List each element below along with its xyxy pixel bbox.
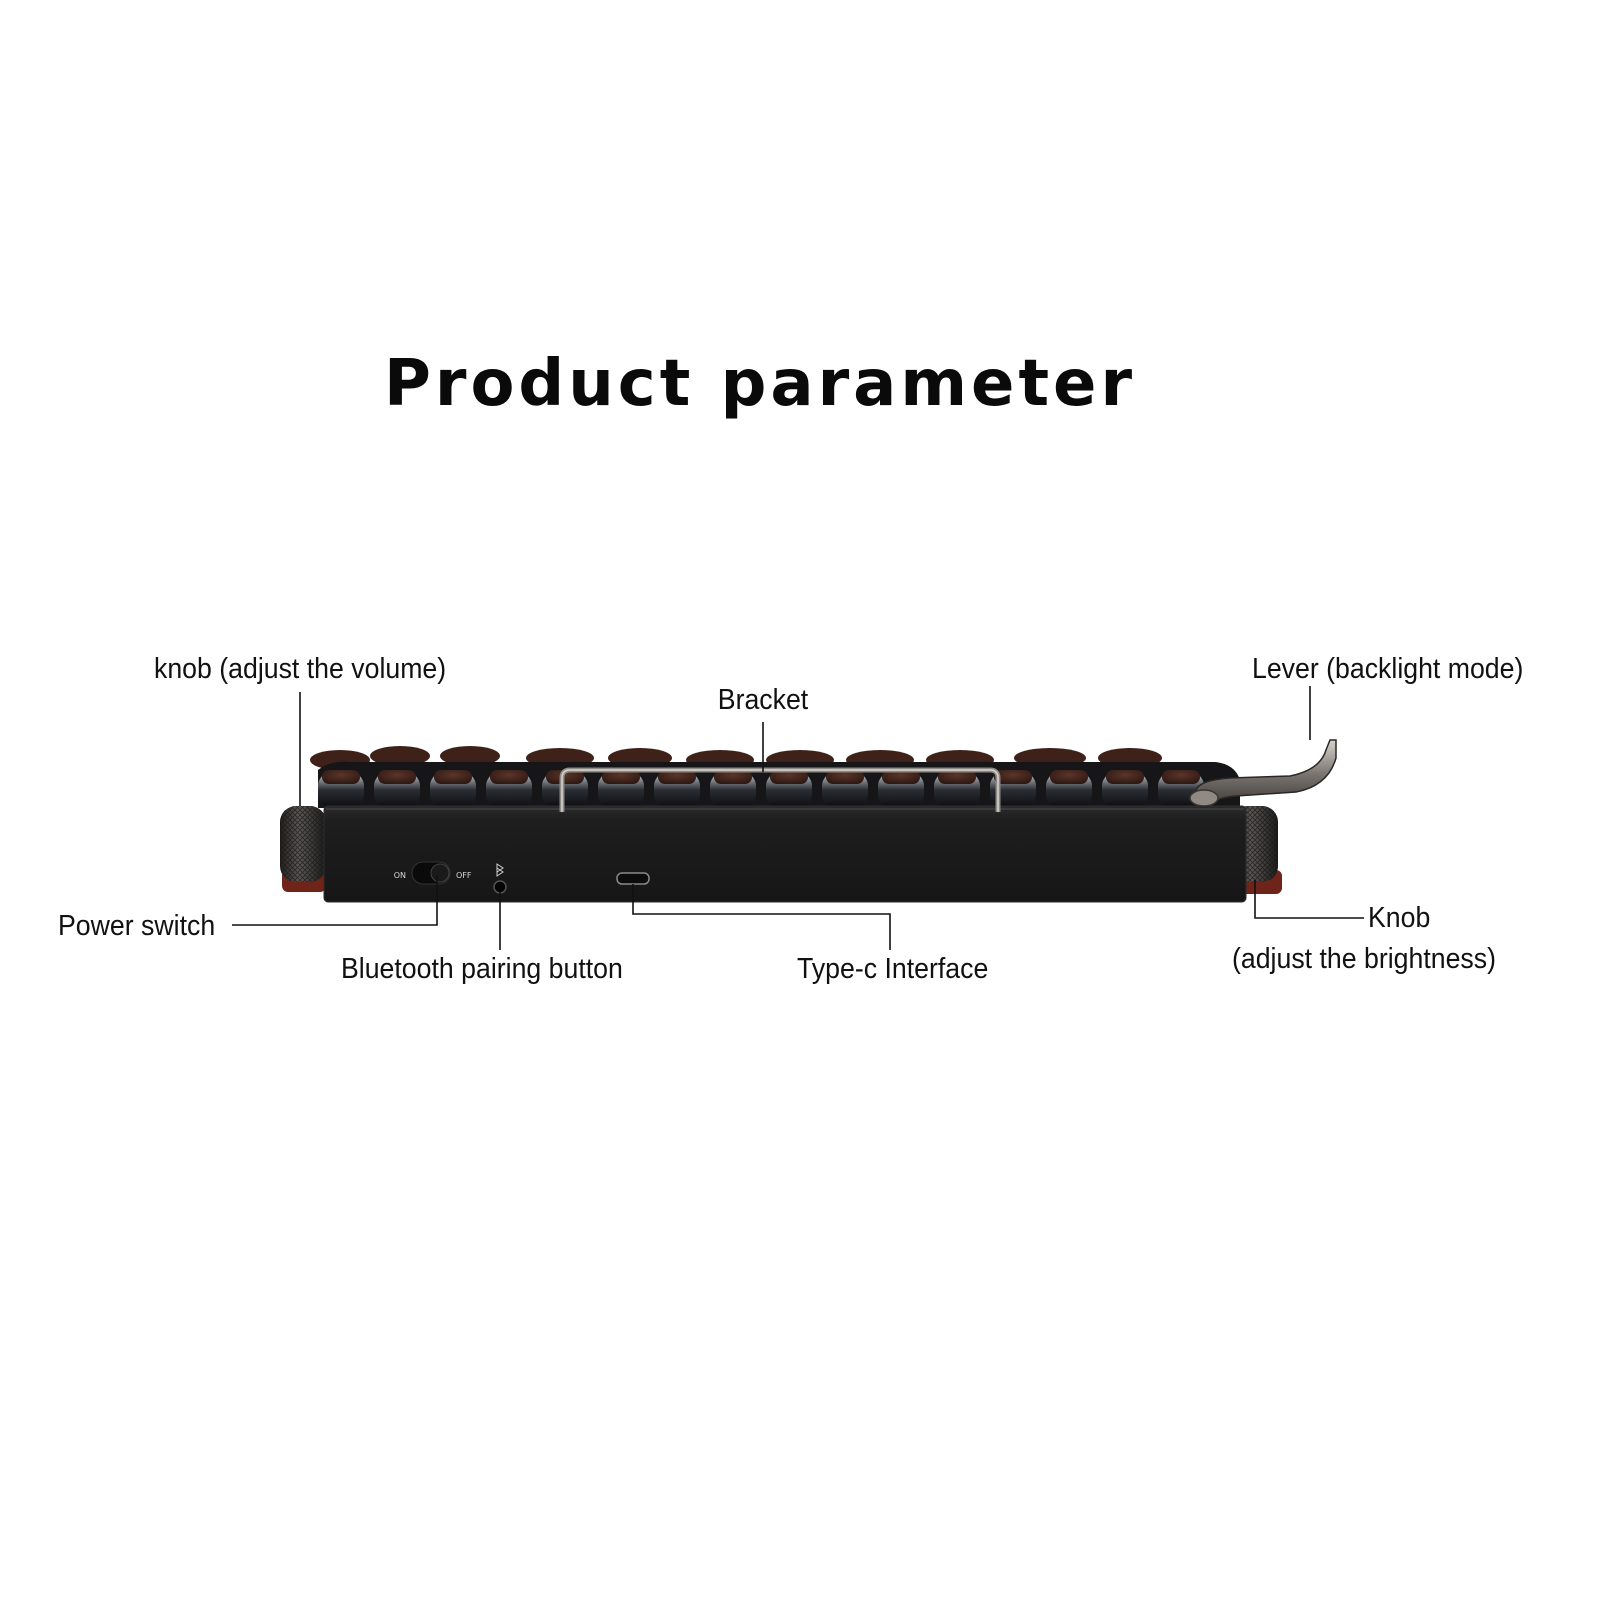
lever bbox=[1195, 739, 1337, 810]
switch-on-text: ON bbox=[394, 871, 406, 880]
switch-off-text: OFF bbox=[456, 871, 472, 880]
page-title: Product parameter bbox=[383, 347, 1137, 421]
label-knob-brightness-desc: (adjust the brightness) bbox=[1232, 943, 1496, 975]
bluetooth-pairing-button bbox=[493, 880, 507, 894]
label-knob-volume: knob (adjust the volume) bbox=[154, 653, 447, 685]
label-bluetooth: Bluetooth pairing button bbox=[341, 953, 623, 985]
label-knob-brightness-title: Knob bbox=[1368, 902, 1431, 934]
bluetooth-icon bbox=[496, 863, 504, 877]
label-bracket: Bracket bbox=[717, 684, 809, 716]
keyboard-body bbox=[323, 805, 1247, 903]
label-typec: Type-c Interface bbox=[797, 953, 989, 985]
power-switch: ON OFF bbox=[394, 861, 472, 885]
usb-c-port-icon bbox=[616, 872, 650, 885]
leader-lines bbox=[232, 686, 1364, 950]
label-lever: Lever (backlight mode) bbox=[1252, 653, 1524, 685]
label-power-switch: Power switch bbox=[58, 910, 216, 942]
volume-knob bbox=[280, 806, 326, 892]
